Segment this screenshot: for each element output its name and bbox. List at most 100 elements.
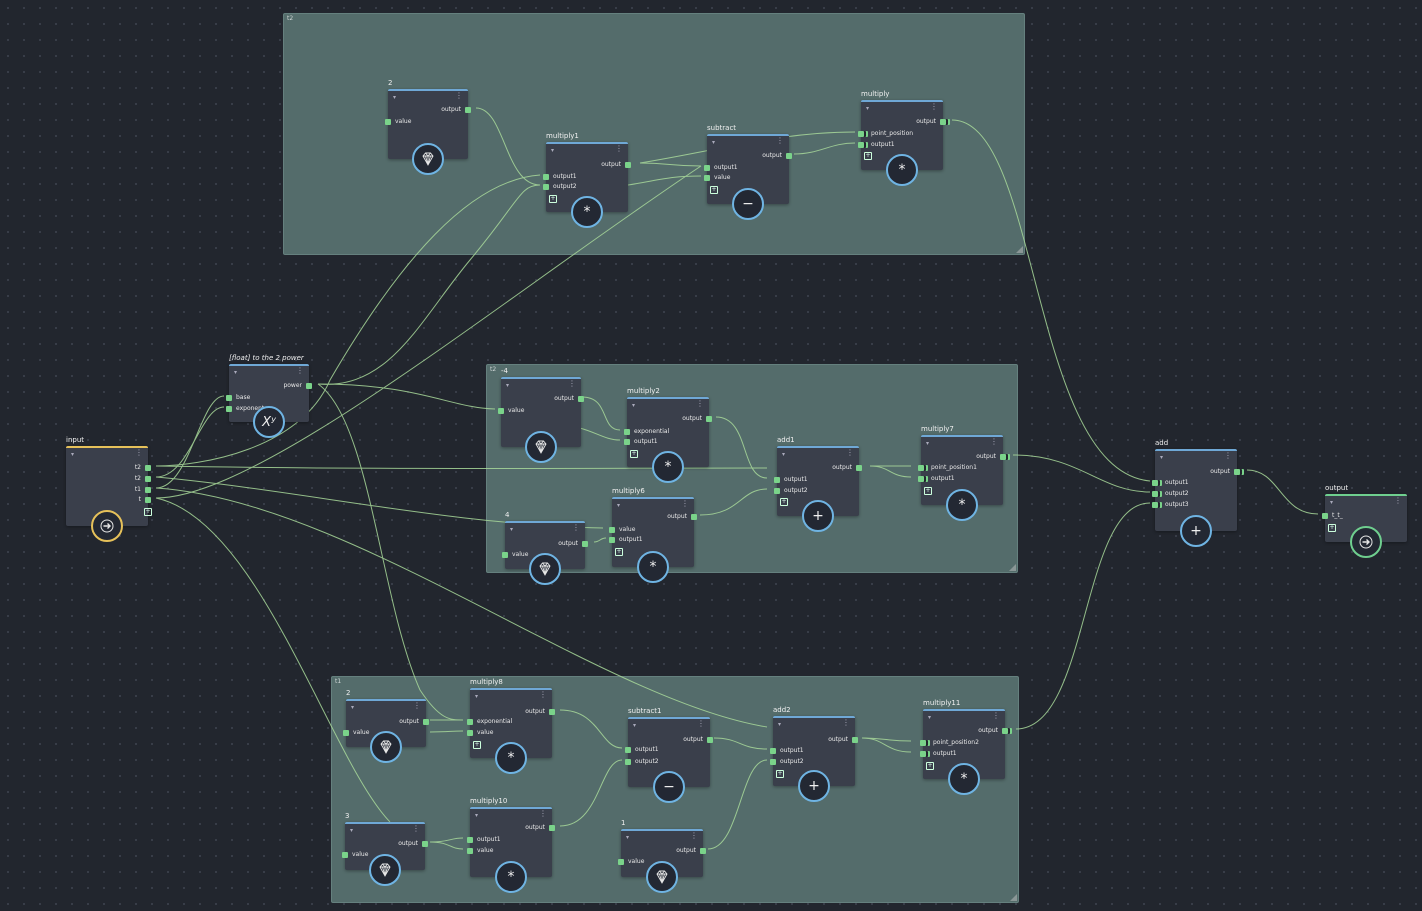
output-port[interactable] (465, 107, 471, 113)
output-port[interactable] (145, 497, 151, 503)
input-port[interactable] (543, 174, 549, 180)
output-port[interactable] (700, 848, 706, 854)
input-port[interactable] (704, 175, 710, 181)
input-port[interactable] (625, 759, 631, 765)
output-port[interactable] (422, 841, 428, 847)
node-menu-icon[interactable]: ⋮ (846, 448, 854, 457)
output-port[interactable] (1002, 728, 1008, 734)
add-port-button[interactable]: + (864, 152, 872, 160)
collapse-icon[interactable]: ▾ (782, 451, 786, 458)
output-port[interactable] (582, 541, 588, 547)
input-port[interactable] (624, 429, 630, 435)
node-menu-icon[interactable]: ⋮ (539, 690, 547, 699)
input-port[interactable] (1322, 513, 1328, 519)
output-port[interactable] (145, 465, 151, 471)
node-menu-icon[interactable]: ⋮ (572, 523, 580, 532)
add-port-button[interactable]: + (144, 508, 152, 516)
input-port[interactable] (467, 848, 473, 854)
collapse-icon[interactable]: ▾ (1160, 454, 1164, 461)
input-port[interactable] (1152, 502, 1158, 508)
node-menu-icon[interactable]: ⋮ (696, 399, 704, 408)
collapse-icon[interactable]: ▾ (71, 451, 75, 458)
collapse-icon[interactable]: ▾ (778, 721, 782, 728)
node-menu-icon[interactable]: ⋮ (296, 366, 304, 375)
input-port[interactable] (918, 465, 924, 471)
add-port-button[interactable]: + (630, 450, 638, 458)
node-menu-icon[interactable]: ⋮ (697, 719, 705, 728)
output-port[interactable] (852, 737, 858, 743)
input-port[interactable] (609, 537, 615, 543)
resize-handle[interactable] (1010, 894, 1017, 901)
add-port-button[interactable]: + (473, 741, 481, 749)
input-port[interactable] (770, 748, 776, 754)
output-port[interactable] (707, 737, 713, 743)
input-port[interactable] (226, 395, 232, 401)
collapse-icon[interactable]: ▾ (506, 382, 510, 389)
input-port[interactable] (774, 488, 780, 494)
input-port[interactable] (920, 751, 926, 757)
add-port-button[interactable]: + (615, 548, 623, 556)
input-port[interactable] (498, 408, 504, 414)
collapse-icon[interactable]: ▾ (928, 714, 932, 721)
output-port[interactable] (856, 465, 862, 471)
node-menu-icon[interactable]: ⋮ (412, 824, 420, 833)
collapse-icon[interactable]: ▾ (632, 402, 636, 409)
node-menu-icon[interactable]: ⋮ (776, 136, 784, 145)
node-menu-icon[interactable]: ⋮ (1394, 496, 1402, 505)
node-output[interactable]: output▾⋮t_t_+ (1322, 484, 1407, 558)
collapse-icon[interactable]: ▾ (926, 440, 930, 447)
input-port[interactable] (1152, 480, 1158, 486)
node-menu-icon[interactable]: ⋮ (1224, 451, 1232, 460)
collapse-icon[interactable]: ▾ (475, 693, 479, 700)
add-port-button[interactable]: + (776, 770, 784, 778)
output-port[interactable] (786, 153, 792, 159)
resize-handle[interactable] (1016, 246, 1023, 253)
node-menu-icon[interactable]: ⋮ (568, 379, 576, 388)
node-menu-icon[interactable]: ⋮ (990, 437, 998, 446)
output-port[interactable] (1234, 469, 1240, 475)
input-port[interactable] (618, 859, 624, 865)
input-port[interactable] (467, 837, 473, 843)
input-port[interactable] (918, 476, 924, 482)
collapse-icon[interactable]: ▾ (551, 147, 555, 154)
node-menu-icon[interactable]: ⋮ (930, 102, 938, 111)
input-port[interactable] (609, 527, 615, 533)
collapse-icon[interactable]: ▾ (510, 526, 514, 533)
collapse-icon[interactable]: ▾ (633, 722, 637, 729)
output-port[interactable] (940, 119, 946, 125)
input-port[interactable] (502, 552, 508, 558)
node-menu-icon[interactable]: ⋮ (413, 701, 421, 710)
output-port[interactable] (145, 476, 151, 482)
collapse-icon[interactable]: ▾ (866, 105, 870, 112)
collapse-icon[interactable]: ▾ (351, 704, 355, 711)
input-port[interactable] (920, 740, 926, 746)
collapse-icon[interactable]: ▾ (393, 94, 397, 101)
node-menu-icon[interactable]: ⋮ (455, 91, 463, 100)
add-port-button[interactable]: + (780, 498, 788, 506)
input-port[interactable] (774, 477, 780, 483)
input-port[interactable] (858, 131, 864, 137)
node-menu-icon[interactable]: ⋮ (842, 718, 850, 727)
output-port[interactable] (306, 383, 312, 389)
add-port-button[interactable]: + (1328, 524, 1336, 532)
add-port-button[interactable]: + (710, 186, 718, 194)
output-port[interactable] (625, 162, 631, 168)
node-menu-icon[interactable]: ⋮ (615, 144, 623, 153)
output-port[interactable] (145, 487, 151, 493)
